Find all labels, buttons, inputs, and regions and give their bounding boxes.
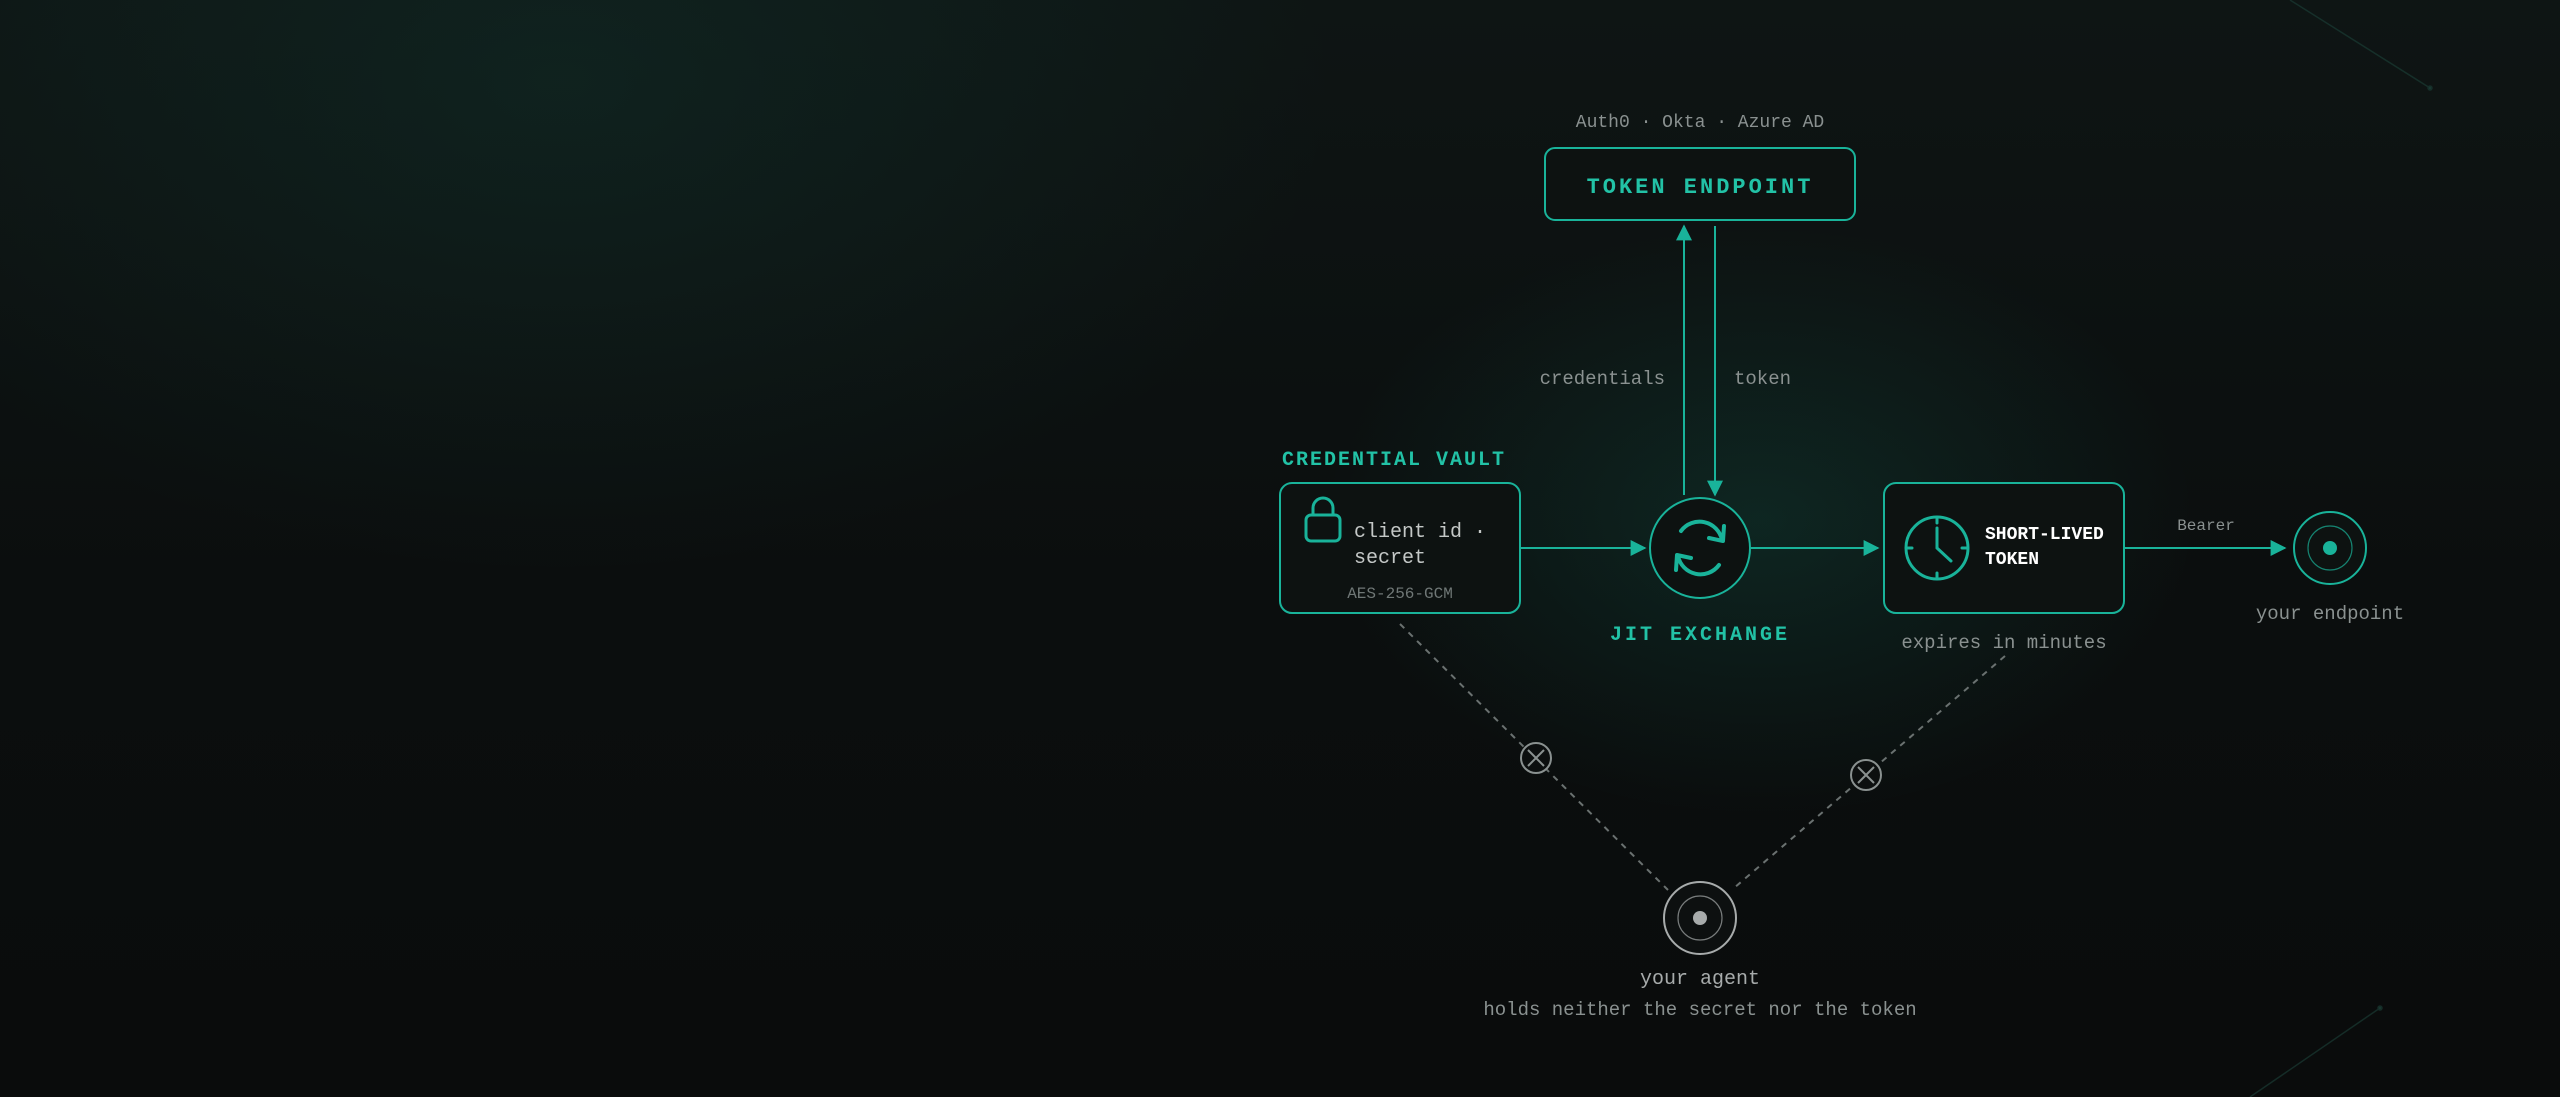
agent-node — [1663, 881, 1737, 955]
blocked-x-icon — [1850, 759, 1882, 791]
jit-exchange-node — [1649, 497, 1751, 599]
decorative-lines — [2249, 0, 2433, 1097]
vault-title: CREDENTIAL VAULT — [1282, 449, 1506, 472]
blocked-x-icon — [1520, 742, 1552, 774]
agent-inner-ring — [1677, 895, 1723, 941]
blocked-paths — [1399, 623, 2006, 891]
endpoint-inner-ring — [2307, 525, 2353, 571]
token-label: token — [1734, 368, 1791, 390]
short-lived-token-node: SHORT-LIVED TOKEN — [1883, 482, 2125, 614]
short-lived-line-1: SHORT-LIVED — [1985, 525, 2104, 545]
token-endpoint-node: TOKEN ENDPOINT — [1544, 147, 1856, 221]
vault-box — [1279, 482, 1521, 614]
short-lived-box — [1883, 482, 2125, 614]
agent-label: your agent — [1640, 968, 1760, 991]
agent-caption: holds neither the secret nor the token — [1483, 999, 1916, 1021]
endpoint-label: your endpoint — [2256, 603, 2404, 625]
credential-vault-node: client id · secret AES-256-GCM — [1279, 482, 1521, 614]
providers-label: Auth0 · Okta · Azure AD — [1576, 113, 1824, 133]
token-endpoint-box — [1544, 147, 1856, 221]
bearer-label: Bearer — [2177, 517, 2235, 535]
endpoint-node — [2293, 511, 2367, 585]
lock-icon — [1304, 496, 1342, 543]
vault-line-1: client id · — [1354, 521, 1486, 544]
token-endpoint-label: TOKEN ENDPOINT — [1587, 175, 1814, 200]
agent-dot — [1693, 911, 1707, 925]
exchange-circle — [1649, 497, 1751, 599]
endpoint-dot — [2323, 541, 2337, 555]
credentials-label: credentials — [1540, 368, 1665, 390]
refresh-icon — [1674, 519, 1726, 577]
vault-to-agent-dashed — [1399, 623, 1669, 891]
short-lived-caption: expires in minutes — [1901, 632, 2106, 654]
vault-line-2: secret — [1354, 547, 1426, 570]
exchange-label: JIT EXCHANGE — [1610, 624, 1790, 647]
clock-icon — [1904, 515, 1970, 581]
short-lived-line-2: TOKEN — [1985, 550, 2039, 570]
vault-encryption: AES-256-GCM — [1347, 585, 1453, 603]
